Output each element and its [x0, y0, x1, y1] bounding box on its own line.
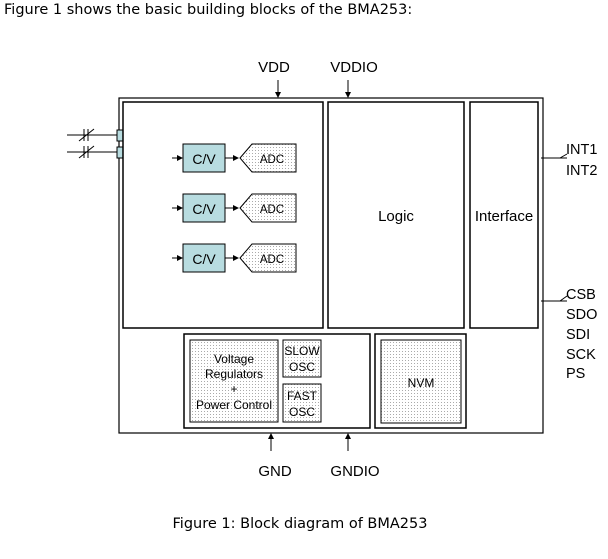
voltage-regulator-block [189, 339, 279, 423]
nvm-label: NVM [408, 376, 435, 390]
sdi-label: SDI [566, 327, 590, 343]
cv-label: C/V [192, 201, 216, 217]
fast-label: FAST [287, 389, 318, 403]
adc-block [239, 243, 297, 273]
sensor-symbol [67, 128, 117, 159]
vdd-label: VDD [258, 59, 290, 76]
csb-label: CSB [566, 287, 596, 303]
nvm-block [380, 339, 462, 424]
voltage-label: Voltage [214, 352, 254, 366]
cv-block [182, 243, 226, 273]
int2-label: INT2 [566, 163, 597, 179]
fast-osc-block [282, 383, 322, 423]
power-control-label: Power Control [196, 398, 272, 412]
adc-block [239, 143, 297, 173]
intro-text: Figure 1 shows the basic building blocks… [4, 2, 413, 18]
int1-label: INT1 [566, 142, 597, 158]
cv-block [182, 143, 226, 173]
interface-block [469, 101, 539, 329]
adc-label: ADC [260, 204, 284, 216]
cv-label: C/V [192, 151, 216, 167]
channel-z: C/V ADC [172, 243, 297, 273]
gnd-label: GND [258, 463, 292, 480]
int-pins: INT1 INT2 [541, 142, 597, 179]
channel-x: C/V ADC [172, 143, 297, 173]
regulators-label: Regulators [205, 367, 263, 381]
sdo-label: SDO [566, 307, 597, 323]
fast-osc-label: OSC [289, 405, 315, 419]
logic-label: Logic [378, 208, 414, 225]
sck-label: SCK [566, 347, 596, 363]
vddio-label: VDDIO [330, 59, 378, 76]
slow-osc-block [282, 339, 322, 378]
adc-label: ADC [260, 254, 284, 266]
interface-pins: CSB SDO SDI SCK PS [541, 287, 597, 382]
interface-label: Interface [475, 208, 533, 225]
adc-label: ADC [260, 154, 284, 166]
cv-block [182, 193, 226, 223]
logic-block [327, 101, 465, 329]
gndio-label: GNDIO [330, 463, 379, 480]
caption-text: Figure 1: Block diagram of BMA253 [172, 516, 428, 532]
slow-label: SLOW [284, 344, 320, 358]
plus-label: + [230, 382, 237, 396]
cv-label: C/V [192, 251, 216, 267]
slow-osc-label: OSC [289, 360, 315, 374]
adc-block [239, 193, 297, 223]
ps-label: PS [566, 366, 585, 382]
figure-caption: Figure 1: Block diagram of BMA253 [0, 516, 608, 532]
channel-y: C/V ADC [172, 193, 297, 223]
